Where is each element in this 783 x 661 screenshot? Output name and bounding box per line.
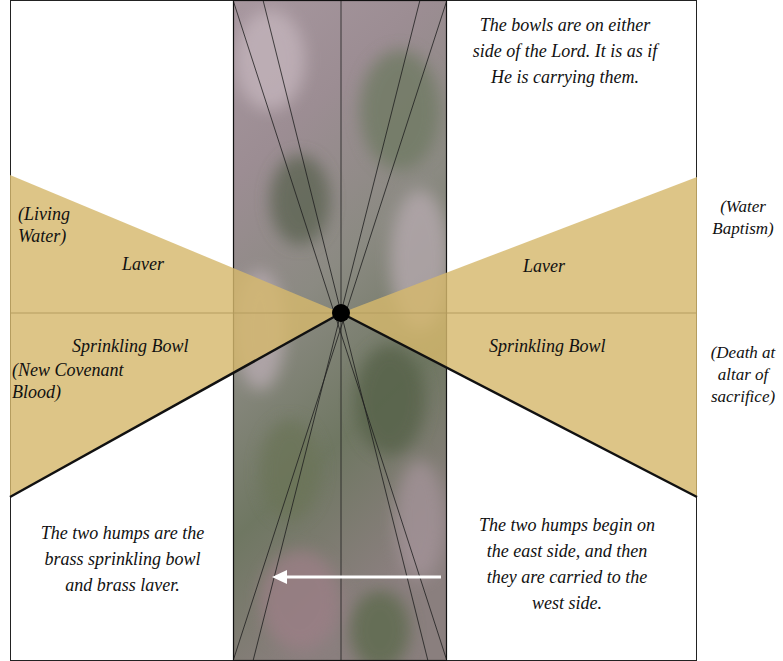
note-text: The bowls are on either side of the Lord…: [470, 12, 660, 90]
edge-line: [10, 313, 341, 497]
region-text: Laver: [122, 253, 202, 275]
region-text: (New Covenant Blood): [12, 359, 137, 403]
note-text: The two humps begin on the east side, an…: [478, 512, 656, 616]
triangle-shape: [341, 177, 697, 313]
region-text: (Living Water): [18, 203, 90, 247]
region-text: Laver: [523, 255, 603, 277]
note-text: (Water Baptism): [708, 196, 778, 240]
note-text: The two humps are the brass sprinkling b…: [40, 520, 205, 598]
region-text: Sprinkling Bowl: [72, 335, 222, 357]
bowl-region: Laver: [341, 177, 697, 313]
note-text: (Death at altar of sacrifice): [708, 342, 778, 408]
triangle-fill: [10, 313, 341, 497]
triangle-fill: [341, 177, 697, 313]
bowl-region: Sprinkling Bowl(New Covenant Blood): [10, 313, 341, 497]
bowl-region: (Living Water) Laver: [10, 175, 341, 313]
frame: [11, 1, 697, 661]
triangle-fill: [341, 313, 697, 497]
edge-line: [341, 313, 697, 497]
bowl-region: Sprinkling Bowl: [341, 313, 697, 497]
region-text: Sprinkling Bowl: [489, 335, 639, 357]
triangle-fill: [10, 175, 341, 313]
arrow: [272, 570, 441, 584]
center-dot: [332, 304, 350, 322]
